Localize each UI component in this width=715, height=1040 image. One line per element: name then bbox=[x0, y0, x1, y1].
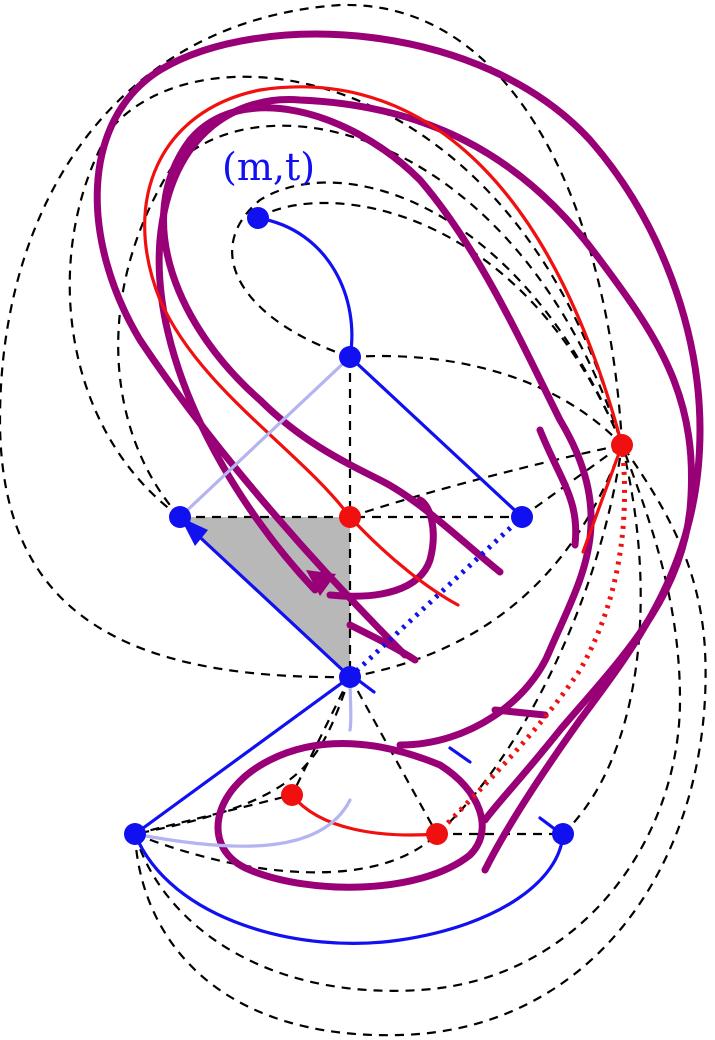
purple-big-loop bbox=[93, 30, 704, 874]
blue-edge bbox=[133, 675, 352, 836]
dashed-edge bbox=[133, 444, 707, 1037]
dashed-edge bbox=[349, 354, 623, 446]
red-short-curve bbox=[348, 515, 460, 607]
purple-lower-arc bbox=[326, 496, 437, 600]
blue-vertex bbox=[169, 506, 191, 528]
red-vertex bbox=[611, 434, 633, 456]
purple-outer-loop bbox=[160, 104, 595, 749]
red-bottom-curve bbox=[290, 793, 439, 837]
red-vertex bbox=[426, 823, 448, 845]
blue-stub bbox=[448, 746, 472, 764]
dashed-edge bbox=[562, 444, 642, 835]
blue-top-curve bbox=[256, 216, 354, 359]
dashed-edge bbox=[521, 444, 623, 518]
red-stub bbox=[581, 443, 624, 554]
blue-vertex bbox=[552, 823, 574, 845]
dashed-edge bbox=[68, 75, 624, 518]
blue-vertex bbox=[511, 506, 533, 528]
dashed-edge bbox=[349, 676, 438, 835]
purple-mid-arc bbox=[346, 621, 419, 664]
dashed-edge bbox=[117, 124, 624, 518]
red-vertex bbox=[281, 784, 303, 806]
dashed-edge bbox=[257, 201, 624, 446]
red-long-curve bbox=[143, 85, 624, 519]
blue-stub bbox=[356, 678, 376, 694]
blue-edge bbox=[348, 355, 524, 519]
dashed-edge bbox=[291, 676, 351, 796]
dashed-edge bbox=[134, 676, 352, 836]
red-vertex bbox=[339, 506, 361, 528]
vertices bbox=[124, 207, 633, 845]
purple-curves bbox=[93, 30, 704, 891]
faint-blue-curve bbox=[133, 798, 352, 848]
purple-bottom-loop bbox=[214, 740, 486, 891]
purple-right-stub bbox=[536, 426, 580, 549]
purple-arrowhead bbox=[306, 570, 336, 596]
blue-arrow-edge bbox=[188, 526, 352, 679]
vertex-label: (m,t) bbox=[222, 145, 315, 189]
blue-vertex bbox=[339, 666, 361, 688]
dashed-edge bbox=[134, 832, 438, 874]
red-curves bbox=[143, 85, 628, 837]
purple-inner-loop bbox=[155, 96, 696, 824]
purple-small-stub bbox=[491, 706, 549, 719]
dashed-edge bbox=[0, 3, 624, 679]
blue-vertex bbox=[247, 207, 269, 229]
dashed-edge bbox=[231, 181, 624, 446]
dashed-edge bbox=[349, 443, 623, 519]
blue-vertex bbox=[124, 823, 146, 845]
blue-vertex bbox=[339, 346, 361, 368]
blue-dotted-edge bbox=[348, 515, 524, 679]
dashed-edge bbox=[134, 793, 293, 836]
faint-blue-edge bbox=[178, 355, 352, 519]
dashed-edge bbox=[349, 444, 624, 679]
blue-stub bbox=[538, 816, 558, 832]
blue-bottom-curve bbox=[133, 832, 565, 945]
